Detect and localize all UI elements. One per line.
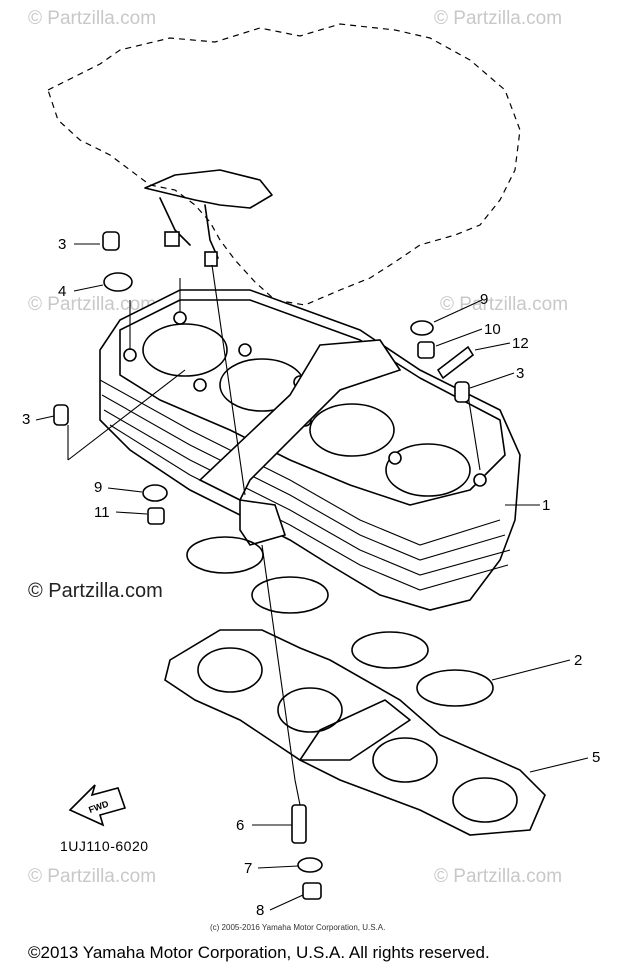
callout-2: 2 xyxy=(574,652,582,669)
callout-8: 8 xyxy=(256,902,264,919)
callout-6: 6 xyxy=(236,817,244,834)
callout-3-right: 3 xyxy=(516,365,524,382)
callout-5: 5 xyxy=(592,749,600,766)
callout-1: 1 xyxy=(542,497,550,514)
leader-lines xyxy=(35,243,589,911)
watermark-bottom-left: © Partzilla.com xyxy=(28,866,157,887)
fwd-arrow-icon: FWD xyxy=(68,784,127,827)
watermark-mid-right: © Partzilla.com xyxy=(440,294,569,315)
watermark-top-left: © Partzilla.com xyxy=(28,8,157,29)
base-gasket xyxy=(164,629,546,836)
callout-9-left: 9 xyxy=(94,479,102,496)
watermark-center-left: © Partzilla.com xyxy=(28,580,163,602)
small-copyright: (c) 2005-2016 Yamaha Motor Corporation, … xyxy=(210,923,386,932)
cylinder-head-outline xyxy=(47,23,521,306)
callout-10: 10 xyxy=(484,321,501,338)
callout-7: 7 xyxy=(244,860,252,877)
diagram-code: 1UJ110-6020 xyxy=(60,838,149,854)
callout-11: 11 xyxy=(94,504,110,521)
watermark-bottom-right: © Partzilla.com xyxy=(434,866,563,887)
callout-3-left: 3 xyxy=(22,411,30,428)
cylinder-block xyxy=(99,289,521,611)
callout-3-top: 3 xyxy=(58,236,66,253)
small-parts xyxy=(53,231,475,900)
watermark-mid-left: © Partzilla.com xyxy=(28,294,157,315)
footer-copyright: ©2013 Yamaha Motor Corporation, U.S.A. A… xyxy=(28,943,490,962)
callout-4: 4 xyxy=(58,283,66,300)
alignment-lines xyxy=(67,264,481,806)
callout-9-right: 9 xyxy=(480,291,488,308)
callout-labels: 3 4 3 9 11 9 10 12 3 1 2 5 6 7 8 xyxy=(22,236,600,919)
watermark-top-right: © Partzilla.com xyxy=(434,8,563,29)
callout-12: 12 xyxy=(512,335,529,352)
